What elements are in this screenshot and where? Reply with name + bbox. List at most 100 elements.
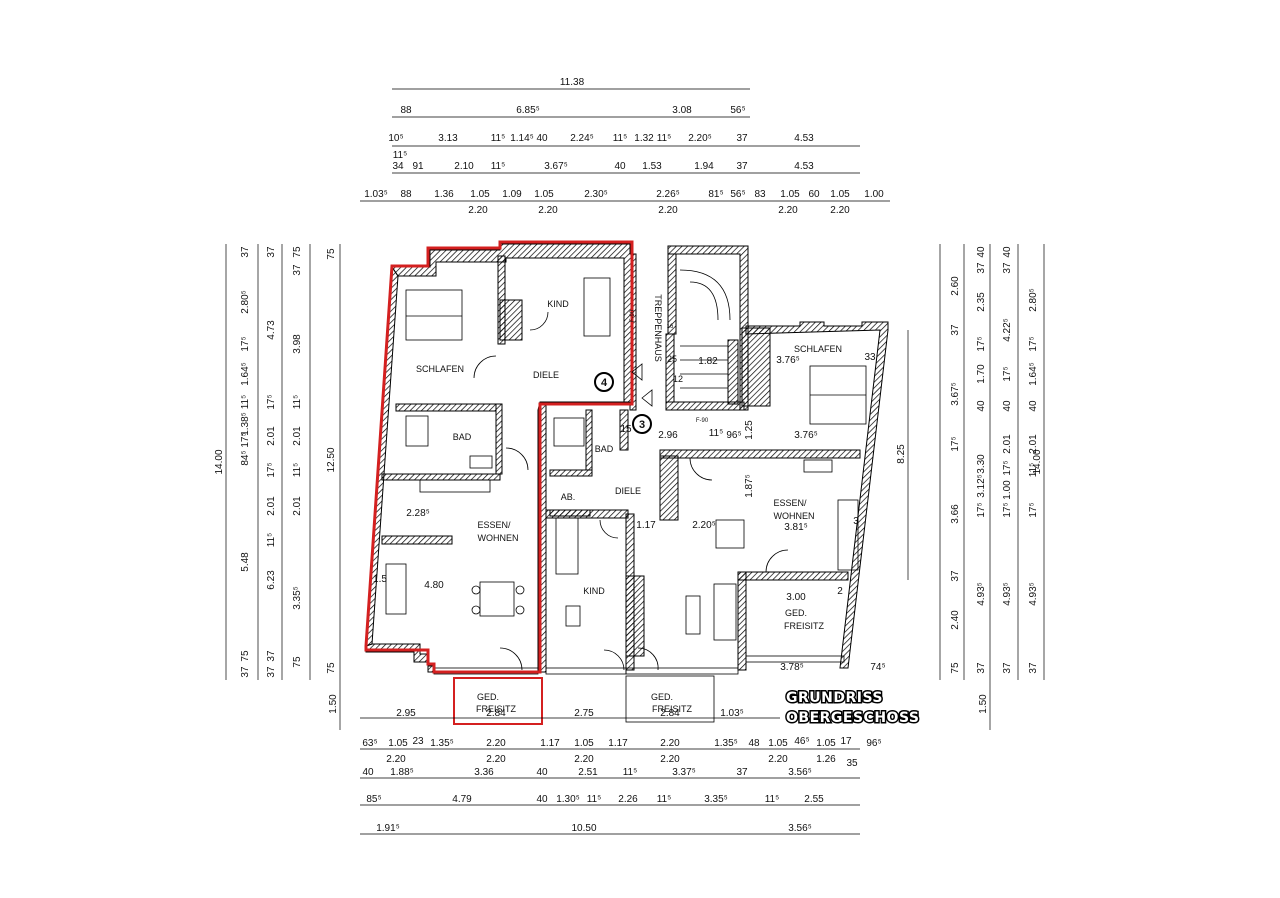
inner-dim: 2.84 [660,708,680,719]
dim-top-r5b: 2.20 [778,205,798,216]
dim-right-c1: 17⁵ [950,436,961,451]
left-dimensions: 37 2.80⁵ 17⁵ 1.64⁵ 11⁵ 1.38⁵ 84⁵ 17⁵ 5.4… [214,246,339,714]
dim-top-r3: 11⁵ [613,133,628,144]
room-essen-right-2: WOHNEN [774,511,815,521]
dim-top-r3: 1.14⁵ [510,133,534,144]
dim-right-c1: 3.67⁵ [950,382,961,406]
dim-top-r5: 2.30⁵ [584,189,608,200]
dim-right-c4: 11⁵ [1028,463,1039,478]
dim-bot-r1: 96⁵ [866,738,881,749]
room-diele-left: DIELE [533,370,559,380]
dim-left-c1: 1.64⁵ [240,362,251,386]
dim-bot-r1b: 2.20 [574,754,594,765]
dim-right-c4: 4.93⁵ [1028,582,1039,606]
inner-dim: 1.82 [698,356,718,367]
dim-right-c2: 2.35 [976,292,987,312]
dim-top-r4: 11⁵ [491,161,506,172]
room-essen-left-2: WOHNEN [478,533,519,543]
dim-right-balcony: 1.50 [978,694,989,714]
dim-bot-r1: 17 [840,736,852,747]
room-freisitz-bm-1: GED. [651,692,673,702]
dim-right-c4: 2.01 [1028,434,1039,454]
dim-bot-r1b: 2.20 [660,754,680,765]
dim-left-c2: 11⁵ [266,533,277,548]
dim-left-c3: 2.01 [292,426,303,446]
room-freisitz-right-1: GED. [785,608,807,618]
dim-right-c3: 40 [1002,400,1013,412]
dim-right-c4: 1.64⁵ [1028,362,1039,386]
right-dimensions: 2.60 37 3.67⁵ 17⁵ 3.66 37 2.40 75 40 2.3… [896,246,1043,714]
dim-top-r3: 11⁵ [491,133,506,144]
dim-top-r4: 40 [614,161,626,172]
inner-dimensions: 2.28⁵ 4.80 1.82 3.76⁵ 3.76⁵ 2.96 11⁵ 96⁵… [373,352,886,719]
dim-top-total: 11.38 [560,77,585,88]
dim-bot-r3: 11⁵ [587,794,602,805]
dim-left-c2: 17⁵ [266,394,277,409]
dim-top-r5b: 2.20 [538,205,558,216]
inner-dim: 3.76⁵ [794,430,818,441]
dim-left-c4: 75 [326,662,337,674]
dim-top-r4: 1.53 [642,161,662,172]
dim-left-c1: 11⁵ [240,395,251,410]
dim-right-c2: 17⁵ [976,502,987,517]
label-step-12: 12 [673,374,683,384]
inner-dim: 2.28⁵ [406,508,430,519]
label-step-16: 16 [667,324,674,330]
dim-bot-r2: 37 [736,767,748,778]
room-kind-top: KIND [547,299,569,309]
walls [365,243,889,675]
dim-bot-r1: 1.17 [608,738,628,749]
label-step-25: 25 [667,354,677,364]
dim-left-c4: 75 [326,248,337,260]
dim-right-c1: 75 [950,662,961,674]
dim-left-c3: 11⁵ [292,395,303,410]
inner-dim: 15 [620,424,632,435]
dim-top-r3: 1.32 [634,133,654,144]
dim-left-c1: 37 [240,246,251,258]
dim-top-r5: 1.05 [534,189,554,200]
dim-right-c2: 40 [976,400,987,412]
dim-left-c2: 2.01 [266,496,277,516]
dim-bot-r2: 3.36 [474,767,494,778]
dim-top-r5: 1.05 [780,189,800,200]
inner-dim: 3.78⁵ [780,662,804,673]
dim-bot-r1: 23 [412,736,424,747]
dim-bot-r3: 2.26 [618,794,638,805]
unit-marker-3-label: 3 [639,419,645,431]
dim-left-c2: 17⁵ [266,462,277,477]
dim-top-r4: 2.10 [454,161,474,172]
room-treppenhaus: TREPPENHAUS [653,294,663,362]
room-essen-right-1: ESSEN/ [773,498,807,508]
dim-right-c4: 40 [1028,400,1039,412]
dim-top-r4: 4.53 [794,161,814,172]
room-ab: AB. [561,492,576,502]
dim-left-c1: 2.80⁵ [240,290,251,314]
dim-top-r4: 3.67⁵ [544,161,568,172]
dim-bot-r3: 11⁵ [765,794,780,805]
inner-dim: 4.80 [424,580,444,591]
dim-bot-r1: 1.35⁵ [430,738,454,749]
dim-left-c1: 17⁵ [240,336,251,351]
room-essen-left-1: ESSEN/ [477,520,511,530]
dim-top-r3: 2.24⁵ [570,133,594,144]
dim-left-c2: 37 [266,666,277,678]
dim-bot-r2: 40 [362,767,374,778]
dim-right-c1: 37 [950,324,961,336]
inner-dim: 1.5 [373,574,387,585]
dim-bot-r3: 2.55 [804,794,824,805]
dim-right-c3: 4.22⁵ [1002,318,1013,342]
room-labels: KIND SCHLAFEN DIELE BAD ESSEN/ WOHNEN TR… [416,294,842,714]
dim-right-height: 8.25 [896,444,907,464]
dim-right-c2: 17⁵ [976,336,987,351]
dim-bot-r2: 40 [536,767,548,778]
unit-marker-3 [632,414,652,434]
dim-top-r4: 37 [736,161,748,172]
dim-bot-r2: 11⁵ [623,767,638,778]
dim-bot-r1: 1.05 [388,738,408,749]
dim-right-c4: 17⁵ [1028,336,1039,351]
title-line-1: GRUNDRISS [786,690,883,706]
dimension-lines [225,88,1045,835]
dim-left-balcony: 1.50 [328,694,339,714]
dim-left-c3: 11⁵ [292,463,303,478]
dim-left-c1: 17⁵ [240,432,251,447]
